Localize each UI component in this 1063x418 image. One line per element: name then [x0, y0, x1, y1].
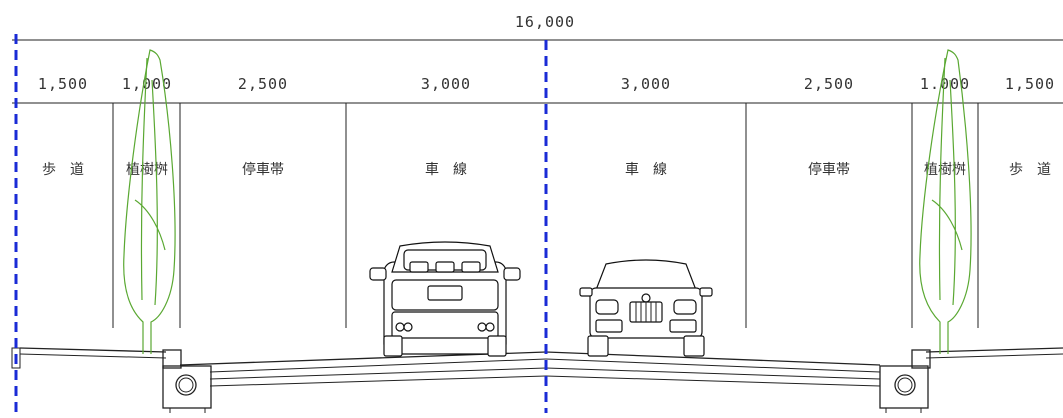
- sedan-front-icon: [579, 259, 713, 357]
- tree-icon: [919, 49, 972, 354]
- zone-label-lane-right: 車 線: [625, 161, 667, 178]
- dim-label-parking-right: 2,500: [804, 75, 854, 93]
- zone-label-lane-left: 車 線: [425, 161, 467, 178]
- zone-label-parking-right: 停車帯: [808, 161, 850, 178]
- dim-label-parking-left: 2,500: [238, 75, 288, 93]
- zone-dividers: [112, 103, 979, 328]
- dim-label-lane-right: 3,000: [621, 75, 671, 93]
- zone-label-planter-right: 植樹桝: [924, 162, 966, 178]
- drain-pipe-left-icon: [175, 374, 197, 396]
- zone-label-sidewalk-left: 歩 道: [42, 162, 84, 178]
- suv-rear-icon: [369, 241, 521, 357]
- zone-label-planter-left: 植樹桝: [126, 162, 168, 178]
- tree-icon: [123, 49, 176, 354]
- zone-label-parking-left: 停車帯: [242, 161, 284, 178]
- dim-label-planter-left: 1,000: [122, 75, 172, 93]
- zone-label-sidewalk-right: 歩 道: [1009, 162, 1051, 178]
- dim-label-sidewalk-left: 1,500: [38, 75, 88, 93]
- dim-label-planter-right: 1.000: [920, 75, 970, 93]
- dim-label-lane-left: 3,000: [421, 75, 471, 93]
- total-width-label: 16,000: [515, 13, 575, 31]
- dim-label-sidewalk-right: 1,500: [1005, 75, 1055, 93]
- drain-pipe-right-icon: [894, 374, 916, 396]
- road-surface: [11, 347, 1063, 413]
